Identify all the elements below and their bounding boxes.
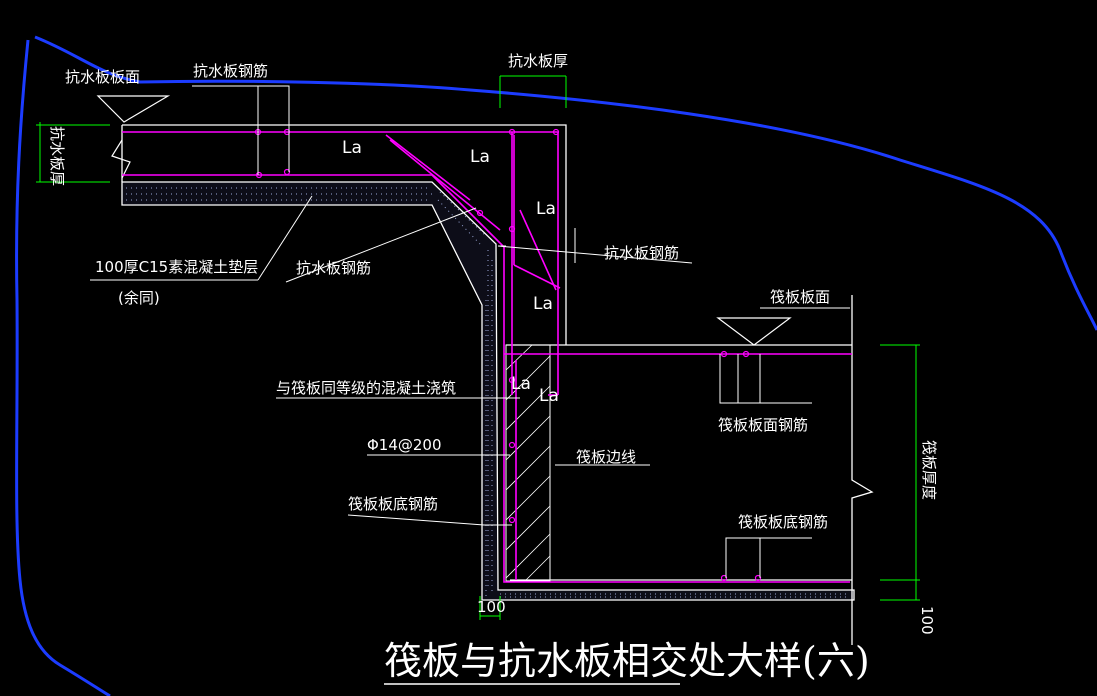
drawing-title: 筏板与抗水板相交处大样(六)	[384, 639, 870, 683]
pour-zone-hatch	[505, 344, 551, 581]
boundary-cloud-line	[34, 35, 1097, 331]
anti-slab-outline	[121, 124, 567, 345]
label-raft-bottom-rebar-left: 筏板板底钢筋	[348, 495, 438, 513]
label-dim-100-bottom: 100	[477, 598, 506, 616]
label-anti-slab-thickness-top: 抗水板厚	[508, 52, 568, 70]
label-raft-bottom-rebar-right: 筏板板底钢筋	[738, 513, 828, 531]
label-cushion-same: (余同)	[118, 289, 160, 307]
boundary-left-line	[15, 39, 111, 696]
label-concrete-note: 与筏板同等级的混凝土浇筑	[276, 379, 456, 397]
label-raft-edge-line: 筏板边线	[576, 448, 636, 466]
la-4: La	[533, 294, 553, 314]
leader-lines	[90, 85, 850, 578]
label-bar-spec: Φ14@200	[367, 436, 442, 454]
la-2: La	[470, 147, 490, 167]
label-anti-slab-thickness-left: 抗水板厚	[48, 126, 66, 186]
label-raft-thickness: 筏板厚度	[920, 440, 938, 500]
rebar-dots	[254, 128, 762, 582]
la-5: La	[511, 374, 531, 394]
anti-slab-face-symbol	[96, 95, 171, 123]
pour-zone	[505, 344, 551, 582]
la-1: La	[342, 138, 362, 158]
label-cushion-note: 100厚C15素混凝土垫层	[95, 258, 258, 276]
label-anti-slab-rebar-right: 抗水板钢筋	[604, 244, 679, 262]
la-6: La	[539, 386, 559, 406]
dimension-lines	[36, 75, 920, 620]
label-raft-face: 筏板板面	[770, 288, 830, 306]
cushion-texture	[126, 187, 850, 598]
label-anti-slab-face: 抗水板板面	[65, 68, 140, 86]
label-raft-top-rebar: 筏板板面钢筋	[718, 416, 808, 434]
label-anti-slab-rebar-mid: 抗水板钢筋	[296, 259, 371, 277]
raft-face-symbol	[716, 317, 792, 346]
label-dim-100-right: 100	[918, 606, 936, 635]
raft-outline	[506, 295, 874, 645]
label-anti-slab-rebar-top: 抗水板钢筋	[193, 62, 268, 80]
la-3: La	[536, 199, 556, 219]
break-mark-left	[111, 139, 131, 179]
